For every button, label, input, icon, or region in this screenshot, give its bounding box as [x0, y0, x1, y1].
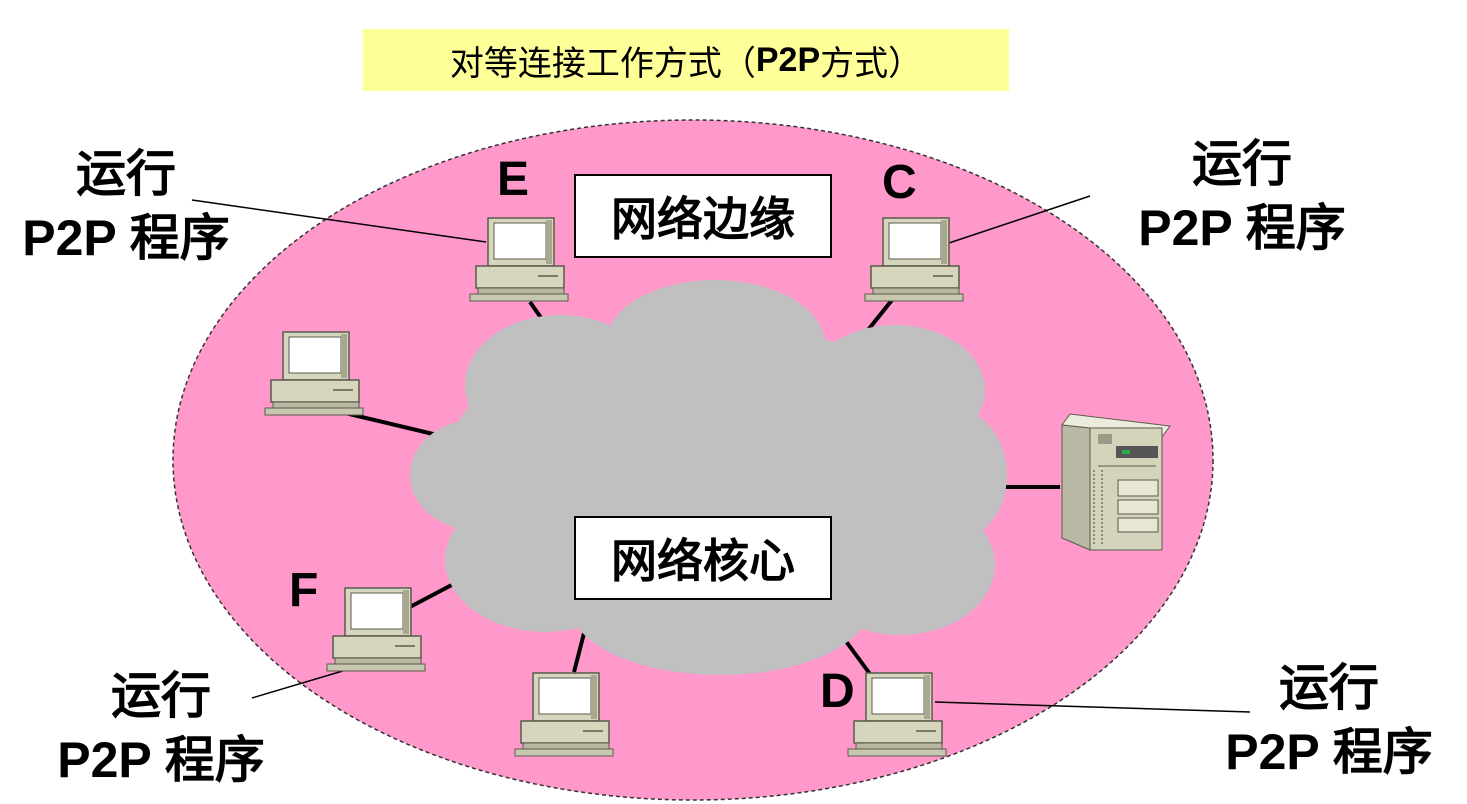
host-label-F: F — [289, 564, 319, 617]
program-label-line2: P2P 程序 — [1138, 200, 1346, 256]
host-label-C: C — [882, 156, 917, 209]
title-tail: 方式） — [820, 43, 923, 84]
label-pointers — [191, 195, 1251, 713]
program-label-line1: 运行 — [1279, 659, 1379, 717]
program-label-line1: 运行 — [111, 667, 211, 725]
network-core-label: 网络核心 — [574, 516, 832, 600]
program-label-top-right: 运行 P2P 程序 — [1124, 132, 1360, 260]
page-title: 对等连接工作方式（P2P 方式） — [363, 29, 1009, 91]
title-p2p: P2P — [755, 40, 821, 79]
program-label-line1: 运行 — [76, 145, 176, 203]
network-core-cloud — [410, 280, 1007, 675]
program-label-line1: 运行 — [1192, 135, 1292, 193]
host-label-D: D — [820, 665, 855, 718]
network-edge-label: 网络边缘 — [574, 174, 832, 258]
program-label-line2: P2P 程序 — [1225, 724, 1433, 780]
program-label-bottom-left: 运行 P2P 程序 — [43, 664, 279, 792]
host-label-E: E — [497, 153, 530, 206]
program-label-line2: P2P 程序 — [22, 210, 230, 266]
title-text: 对等连接工作方式（ — [449, 43, 756, 84]
program-label-top-left: 运行 P2P 程序 — [8, 142, 244, 270]
server-icon — [1061, 413, 1171, 551]
program-label-line2: P2P 程序 — [57, 732, 265, 788]
program-label-bottom-right: 运行 P2P 程序 — [1211, 656, 1447, 784]
